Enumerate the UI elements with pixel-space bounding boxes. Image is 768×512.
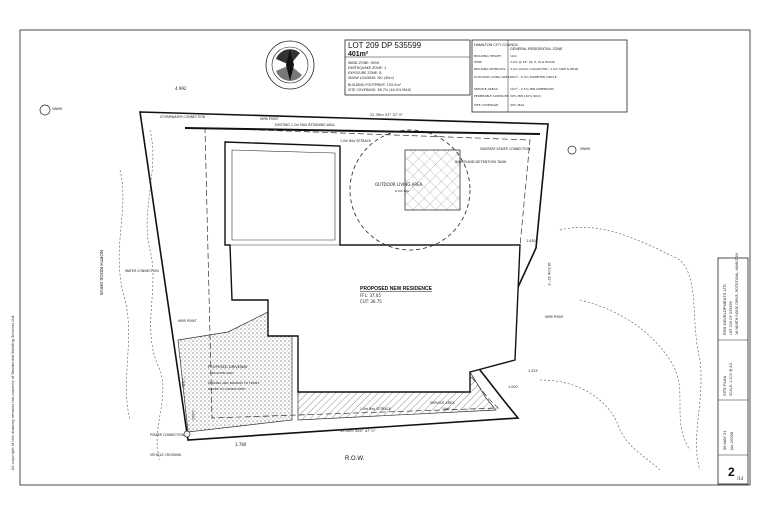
parking-label: PARKING AND PARKING TO FRONT (208, 381, 259, 385)
detention-tank-label: INGROUND DETENTION TANK (455, 160, 507, 164)
council-value: 30% MIN (40% MAX) (510, 94, 541, 98)
manhole-icon (39, 104, 51, 116)
title-date: 06 MAY 21 (722, 430, 727, 450)
service-area-sub: 10m² (442, 407, 451, 411)
council-label: BUILDING HEIGHT: (474, 54, 502, 58)
lot-info-row: SITE COVERAGE: 38.7% (40.0% MAX) (348, 88, 412, 92)
driveway-sub: LOCATION ONLY (210, 371, 234, 375)
outdoor-living-sub: 6.0m DIA (395, 189, 410, 193)
ffl-label: FFL: 37.05 (360, 293, 381, 298)
council-value: 40% MAX (510, 103, 524, 107)
driveway-label: PROPOSED DRIVEWAY (208, 365, 249, 369)
sheet-total: /14 (737, 476, 744, 481)
lot-title: LOT 209 DP 535599 (348, 41, 422, 50)
sewer-label: SANITARY SEWER CONNECTION (480, 147, 531, 151)
hirb-point-top: HIRB POINT (260, 117, 279, 121)
rear-setback-label: 1.0m Bdy SETBACK (340, 139, 372, 143)
title-scale: SCALE: 1:200 @ A3 (729, 363, 733, 396)
lot-info-row: WIND ZONE: HIGH (348, 61, 380, 65)
lot-info-row: BUILDING FOOTPRINT: 155.5m² (348, 83, 402, 87)
lot-info-row: EXPOSURE ZONE: B (348, 71, 382, 75)
swmh-left: SWMH (52, 107, 63, 111)
service-area-label: SERVICE AREA (430, 401, 455, 405)
site-boundary (139, 111, 549, 441)
dim-right: 1.000 (508, 385, 518, 389)
title-job: Job 20068 (730, 431, 734, 451)
power-label: POWER CONNECTION (150, 433, 185, 437)
power-box-icon (183, 430, 191, 438)
council-label: PERMEABLE SURFACES: (474, 94, 509, 98)
council-info-block: HAMILTON CITY COUNCIL GENERAL RESIDENTIA… (471, 39, 628, 113)
council-value: 10m (510, 54, 517, 58)
lot-info-row: EARTHQUAKE ZONE: 1 (348, 66, 386, 70)
manhole-icon (567, 145, 577, 155)
parking-sub: ORDER TO COMPLY WITH (208, 387, 246, 391)
dim-top: 4.992 (175, 86, 187, 91)
retaining-wall (184, 127, 541, 135)
title-address: 16 NORTH RIDGE DRIVE, ROTOTUNA, HAMILTON (735, 253, 739, 335)
street-label: NORTH RIDGE DRIVE (99, 250, 104, 295)
council-zone: GENERAL RESIDENTIAL ZONE (510, 47, 563, 51)
north-arrow-icon (265, 40, 315, 90)
outdoor-living-label: OUTDOOR LIVING AREA (375, 182, 423, 187)
council-name: HAMILTON CITY COUNCIL (474, 43, 519, 47)
lot-area: 401m² (348, 51, 369, 58)
lot-info-block: LOT 209 DP 535599 401m² WIND ZONE: HIGH … (344, 39, 471, 96)
house-footprint (224, 141, 521, 393)
proposed-residence-label: PROPOSED NEW RESIDENCE (360, 286, 433, 292)
council-label: SITE COVERAGE: (474, 103, 499, 107)
lot-info-row: SNOW LOADING: NO (40m) (348, 76, 395, 80)
dim-left: 1.885 (181, 378, 185, 388)
swmh-right: SWMH (580, 147, 591, 151)
council-label: OUTDOOR LIVING AREA: (474, 75, 511, 79)
council-value: 10m² - 2.5m MIN DIMENSION (510, 87, 554, 91)
sheet-number: 2 (728, 465, 735, 479)
council-label: BUILDING SETBACKS: (474, 67, 506, 71)
hirb-point-left: HIRB POINT (178, 319, 197, 323)
council-value: 3.0m LOCAL COLLECTOR / 1.0m SIDE & REAR (510, 67, 578, 71)
cut-label: CUT: 36.75 (360, 299, 382, 304)
dim-right: 1.325 (528, 369, 538, 373)
stormwater-label: STORMWATER CONNECTION (160, 115, 206, 119)
title-block: RSH DEVELOPMENTS LTD LOT 209 DP 535599 1… (717, 253, 749, 485)
detention-tank (404, 149, 461, 211)
front-setback-label: 1.0m Bdy SETBACK (360, 407, 392, 411)
boundary-right: 16.50m 32° 0' (547, 262, 551, 286)
dim-left: 1.000 (191, 410, 195, 420)
boundary-bottom: 35.45m 304° 47' 0" (340, 429, 376, 433)
council-label: SERVICE AREAS: (474, 87, 499, 91)
sheet-border (19, 29, 751, 486)
vehicle-crossing-label: VEHICLE CROSSING (150, 453, 182, 457)
dim-right: 1.430 (526, 239, 536, 243)
hirb-point-right: HIRB POINT (545, 315, 564, 319)
title-drawing: SITE PLAN (722, 375, 727, 396)
outdoor-living-circle (349, 129, 471, 251)
dim-bottom: 3.780 (235, 442, 247, 447)
title-company: RSH DEVELOPMENTS LTD (722, 284, 727, 335)
row-label: R.O.W. (345, 456, 365, 462)
boundary-top: 22.39m 52° 37' 0" (370, 113, 403, 117)
retaining-wall-label: EXISTING 1.2m MAX RETAINING WALL (275, 123, 335, 127)
council-label: HIRB: (474, 60, 482, 64)
council-value: 60m² - 6.0m DIAMETER CIRCLE (510, 75, 557, 79)
water-label: WATER CONNECTION (125, 269, 159, 273)
title-lot: LOT 209 DP 535599 (729, 301, 733, 335)
copyright-note: All copyright of this drawing remains th… (11, 315, 15, 470)
council-value: 3.0m @ 45° (N, E, W & ROAD) (510, 60, 555, 64)
